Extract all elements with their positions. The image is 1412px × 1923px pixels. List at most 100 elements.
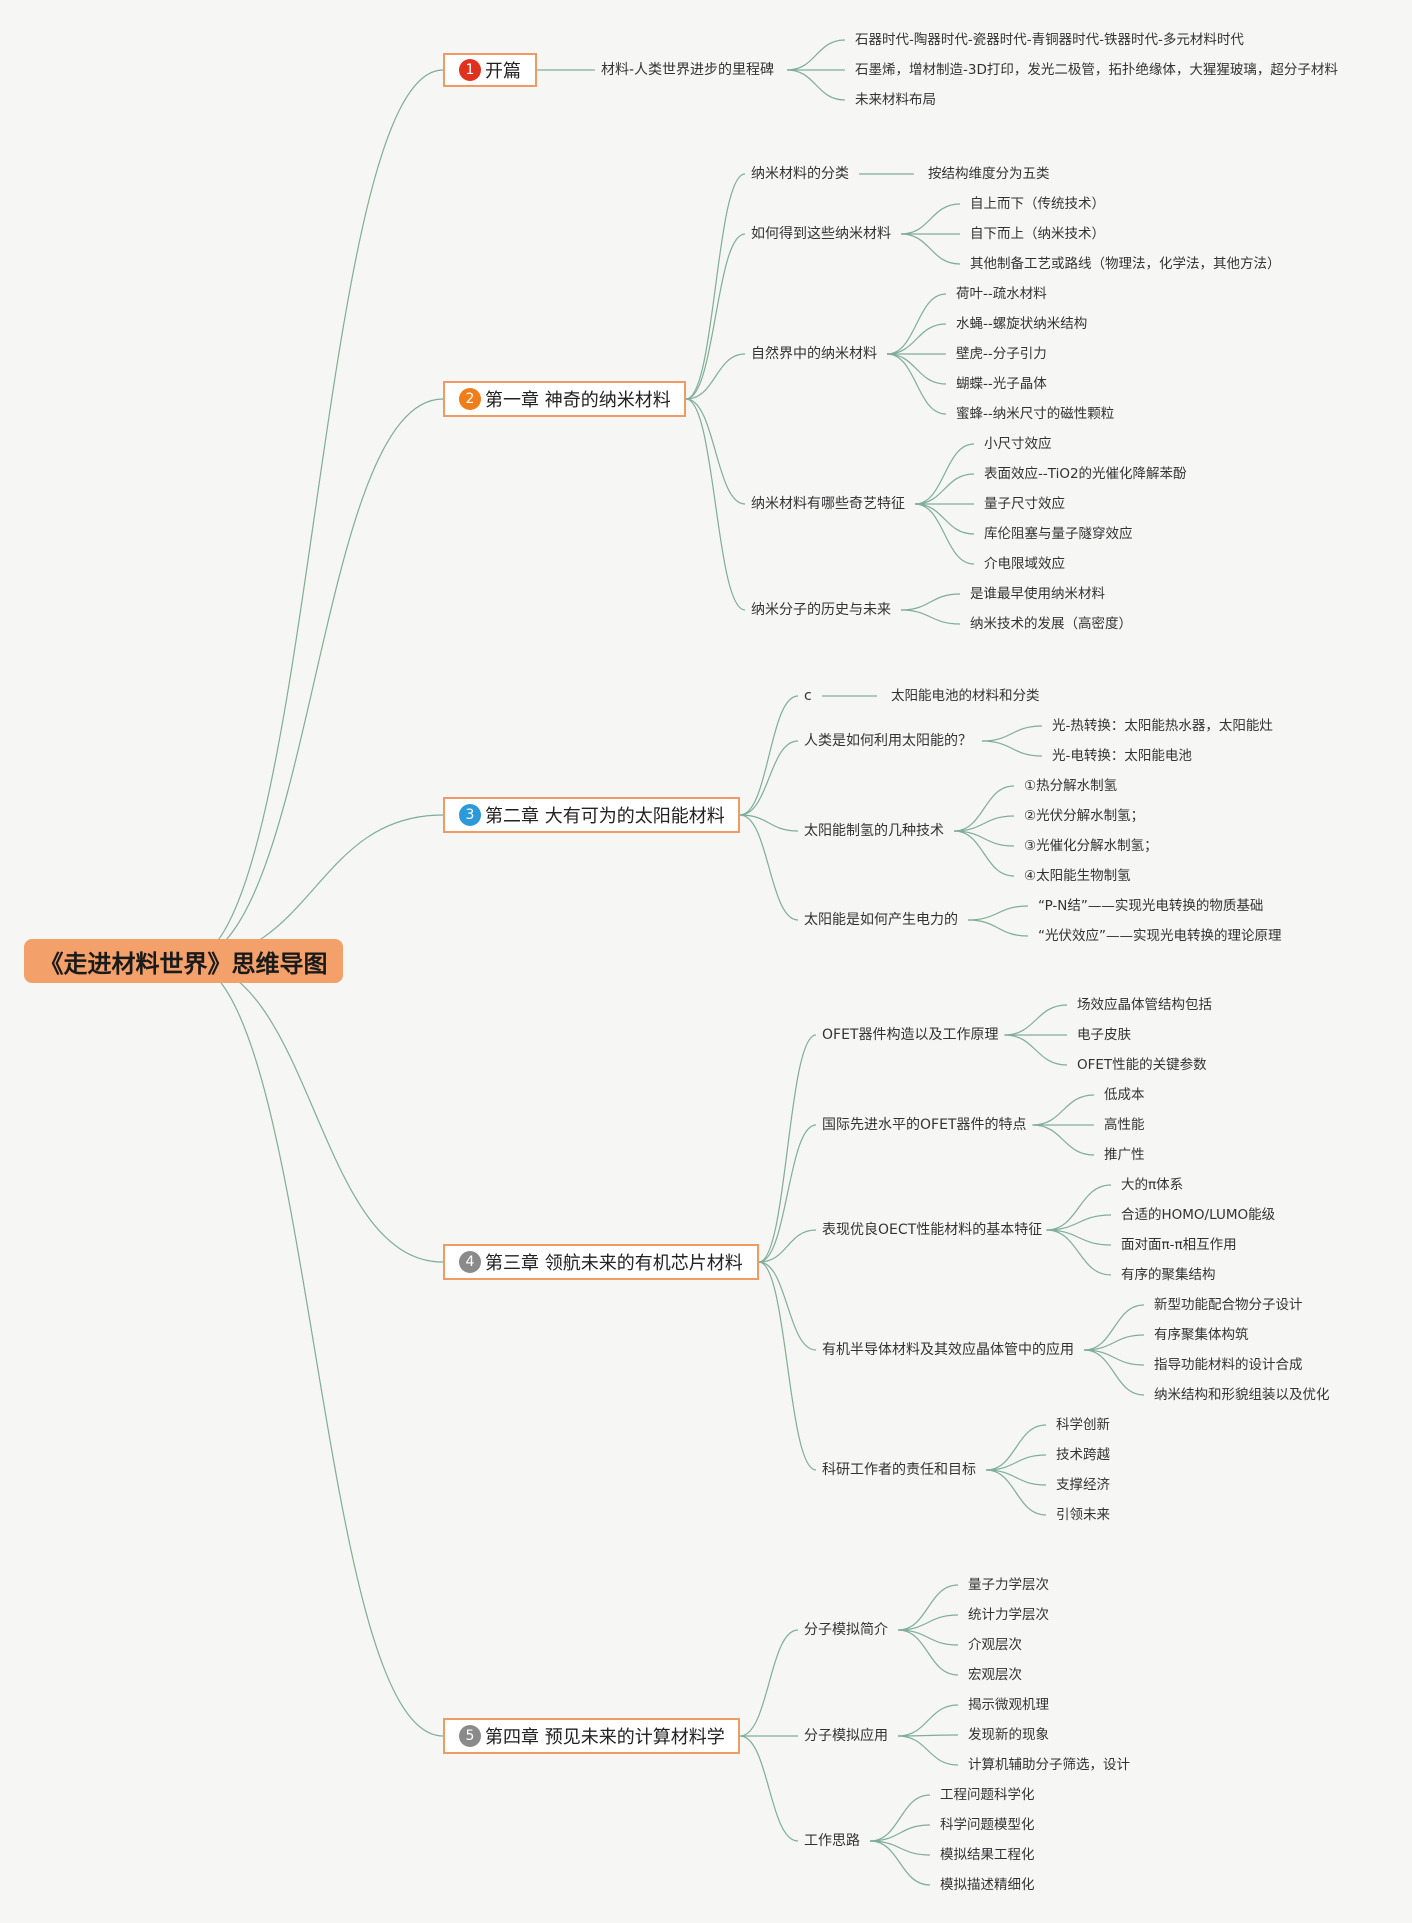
leaf-node[interactable]: 揭示微观机理 xyxy=(968,1697,1049,1713)
topic-node[interactable]: 有机半导体材料及其效应晶体管中的应用 xyxy=(822,1342,1074,1358)
leaf-node[interactable]: OFET性能的关键参数 xyxy=(1077,1057,1207,1073)
leaf-node[interactable]: “光伏效应”——实现光电转换的理论原理 xyxy=(1038,928,1282,944)
leaf-node[interactable]: 是谁最早使用纳米材料 xyxy=(970,586,1105,602)
leaf-node[interactable]: 电子皮肤 xyxy=(1077,1027,1131,1043)
leaf-node[interactable]: 宏观层次 xyxy=(968,1667,1022,1683)
leaf-node[interactable]: 新型功能配合物分子设计 xyxy=(1154,1297,1303,1313)
leaf-node[interactable]: 计算机辅助分子筛选，设计 xyxy=(968,1757,1130,1773)
leaf-node[interactable]: 太阳能电池的材料和分类 xyxy=(891,688,1040,704)
topic-node[interactable]: 国际先进水平的OFET器件的特点 xyxy=(822,1117,1027,1133)
leaf-node[interactable]: ①热分解水制氢 xyxy=(1024,778,1118,794)
topic-to-leaf-link xyxy=(1032,1124,1095,1156)
leaf-node[interactable]: 引领未来 xyxy=(1056,1507,1110,1523)
leaf-node[interactable]: 高性能 xyxy=(1104,1117,1145,1133)
topic-node[interactable]: 分子模拟简介 xyxy=(804,1622,888,1638)
topic-to-leaf-link xyxy=(897,1629,959,1676)
leaf-node[interactable]: 表面效应--TiO2的光催化降解苯酚 xyxy=(984,466,1187,482)
chapter-label: 第二章 大有可为的太阳能材料 xyxy=(485,806,725,827)
leaf-node[interactable]: 有序聚集体构筑 xyxy=(1154,1327,1249,1343)
leaf-node[interactable]: 技术跨越 xyxy=(1056,1447,1110,1463)
leaf-node[interactable]: ②光伏分解水制氢； xyxy=(1024,808,1145,824)
leaf-node[interactable]: 库伦阻塞与量子隧穿效应 xyxy=(984,526,1133,542)
leaf-node[interactable]: 蝴蝶--光子晶体 xyxy=(956,376,1047,392)
leaf-node[interactable]: 光-电转换：太阳能电池 xyxy=(1052,748,1192,764)
leaf-node[interactable]: 石器时代-陶器时代-瓷器时代-青铜器时代-铁器时代-多元材料时代 xyxy=(855,32,1244,48)
leaf-node[interactable]: ③光催化分解水制氢； xyxy=(1024,838,1158,854)
chapter-to-topic-link xyxy=(758,1261,817,1351)
topic-node[interactable]: c xyxy=(804,688,812,704)
chapter-label: 第四章 预见未来的计算材料学 xyxy=(485,1727,725,1748)
topic-node[interactable]: 如何得到这些纳米材料 xyxy=(751,226,891,242)
leaf-node[interactable]: 推广性 xyxy=(1104,1147,1145,1163)
leaf-node[interactable]: ④太阳能生物制氢 xyxy=(1024,868,1131,884)
leaf-node[interactable]: 壁虎--分子引力 xyxy=(956,346,1047,362)
leaf-node[interactable]: 介观层次 xyxy=(968,1637,1022,1653)
topic-node[interactable]: 自然界中的纳米材料 xyxy=(751,346,877,362)
leaf-node[interactable]: 量子力学层次 xyxy=(968,1577,1049,1593)
topic-node[interactable]: OFET器件构造以及工作原理 xyxy=(822,1027,999,1043)
topic-node[interactable]: 材料-人类世界进步的里程碑 xyxy=(601,62,775,78)
topic-to-leaf-link xyxy=(967,905,1029,921)
leaf-node[interactable]: 支撑经济 xyxy=(1056,1477,1110,1493)
root-to-chapter-link xyxy=(185,398,444,962)
topic-to-leaf-link xyxy=(869,1840,931,1856)
leaf-node[interactable]: 科学问题模型化 xyxy=(940,1817,1035,1833)
topic-node[interactable]: 纳米材料有哪些奇艺特征 xyxy=(751,496,905,512)
topic-to-leaf-link xyxy=(897,1614,959,1631)
leaf-node[interactable]: 纳米技术的发展（高密度） xyxy=(970,616,1132,632)
topic-node[interactable]: 科研工作者的责任和目标 xyxy=(822,1462,976,1478)
topic-to-leaf-link xyxy=(897,1584,959,1631)
topic-to-leaf-link xyxy=(886,323,947,355)
leaf-node[interactable]: 自上而下（传统技术） xyxy=(970,196,1105,212)
leaf-node[interactable]: 介电限域效应 xyxy=(984,556,1065,572)
chapter-to-topic-link xyxy=(758,1124,817,1263)
leaf-node[interactable]: 模拟描述精细化 xyxy=(940,1877,1035,1893)
topic-to-leaf-link xyxy=(787,69,846,101)
topic-to-leaf-link xyxy=(953,830,1015,847)
leaf-node[interactable]: 石墨烯，增材制造-3D打印，发光二极管，拓扑绝缘体，大猩猩玻璃，超分子材料 xyxy=(855,62,1338,78)
leaf-node[interactable]: 模拟结果工程化 xyxy=(940,1847,1035,1863)
leaf-node[interactable]: 场效应晶体管结构包括 xyxy=(1077,997,1212,1013)
topic-node[interactable]: 纳米分子的历史与未来 xyxy=(751,602,891,618)
leaf-node[interactable]: 发现新的现象 xyxy=(968,1727,1049,1743)
chapter-to-topic-link xyxy=(739,814,799,921)
leaf-node[interactable]: 工程问题科学化 xyxy=(940,1787,1035,1803)
leaf-node[interactable]: 光-热转换：太阳能热水器，太阳能灶 xyxy=(1052,718,1273,734)
leaf-node[interactable]: 科学创新 xyxy=(1056,1417,1110,1433)
leaf-node[interactable]: 面对面π-π相互作用 xyxy=(1121,1237,1237,1253)
leaf-node[interactable]: 按结构维度分为五类 xyxy=(928,166,1050,182)
topic-to-leaf-link xyxy=(1083,1349,1145,1366)
leaf-node[interactable]: 小尺寸效应 xyxy=(984,436,1052,452)
leaf-node[interactable]: “P-N结”——实现光电转换的物质基础 xyxy=(1038,898,1264,914)
chapter-number-badge: 3 xyxy=(459,804,481,826)
leaf-node[interactable]: 水蝇--螺旋状纳米结构 xyxy=(956,316,1088,332)
leaf-node[interactable]: 低成本 xyxy=(1104,1087,1145,1103)
leaf-node[interactable]: 纳米结构和形貌组装以及优化 xyxy=(1154,1387,1330,1403)
topic-node[interactable]: 分子模拟应用 xyxy=(804,1728,888,1744)
leaf-node[interactable]: 荷叶--疏水材料 xyxy=(956,286,1047,302)
leaf-node[interactable]: 量子尺寸效应 xyxy=(984,496,1065,512)
leaf-node[interactable]: 其他制备工艺或路线（物理法，化学法，其他方法） xyxy=(970,256,1281,272)
leaf-node[interactable]: 未来材料布局 xyxy=(855,92,936,108)
leaf-node[interactable]: 大的π体系 xyxy=(1121,1177,1184,1193)
topic-node[interactable]: 人类是如何利用太阳能的？ xyxy=(804,733,972,749)
root-node[interactable]: 《走进材料世界》思维导图 xyxy=(24,939,343,983)
leaf-node[interactable]: 统计力学层次 xyxy=(968,1607,1049,1623)
topic-node[interactable]: 工作思路 xyxy=(804,1833,860,1849)
topic-node[interactable]: 太阳能制氢的几种技术 xyxy=(804,823,944,839)
leaf-node[interactable]: 有序的聚集结构 xyxy=(1121,1267,1216,1283)
topic-to-leaf-link xyxy=(1083,1304,1145,1351)
topic-node[interactable]: 太阳能是如何产生电力的 xyxy=(804,912,958,928)
topic-node[interactable]: 表现优良OECT性能材料的基本特征 xyxy=(822,1222,1043,1238)
leaf-node[interactable]: 指导功能材料的设计合成 xyxy=(1154,1357,1303,1373)
leaf-node[interactable]: 自下而上（纳米技术） xyxy=(970,226,1105,242)
leaf-node[interactable]: 合适的HOMO/LUMO能级 xyxy=(1121,1207,1276,1223)
topic-node[interactable]: 纳米材料的分类 xyxy=(751,166,849,182)
topic-to-leaf-link xyxy=(985,1469,1047,1516)
leaf-node[interactable]: 蜜蜂--纳米尺寸的磁性颗粒 xyxy=(956,406,1115,422)
